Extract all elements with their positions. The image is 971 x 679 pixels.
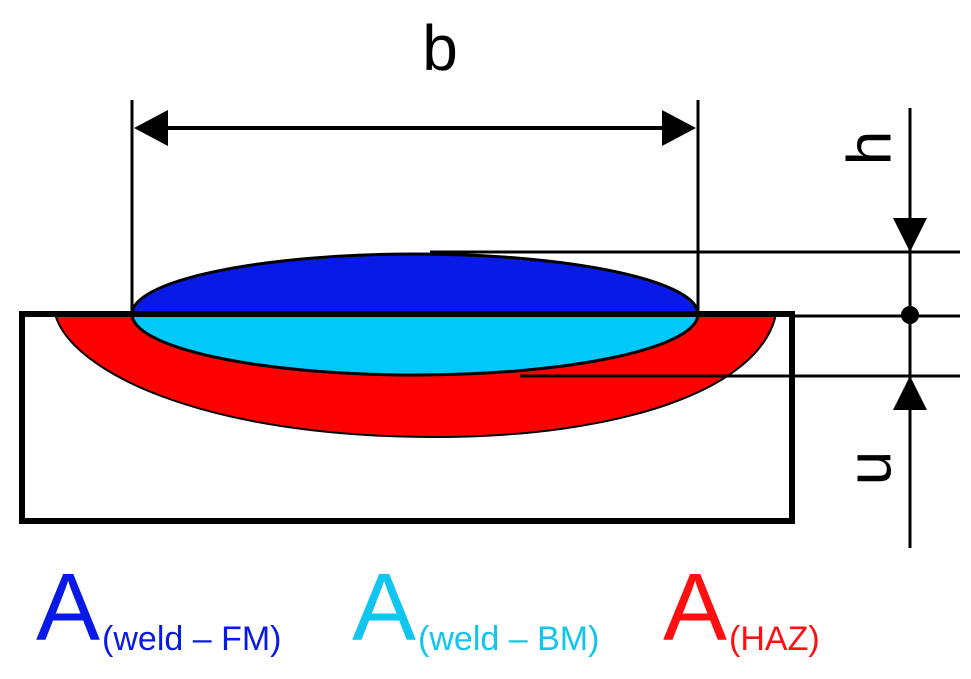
h-label: h (835, 131, 904, 165)
legend-weld-fm: A(weld – FM) (36, 560, 282, 660)
legend-haz: A(HAZ) (663, 560, 820, 660)
u-label: u (835, 451, 904, 485)
base-plate (19, 311, 795, 524)
width-arrow-left (134, 110, 168, 146)
weld-fm-region (130, 252, 700, 314)
surface-point-dot (901, 306, 919, 324)
width-label: b (422, 12, 458, 84)
legend-weld-fm-symbol: A (36, 554, 101, 661)
h-arrow-down (893, 218, 927, 252)
legend-weld-fm-subscript: (weld – FM) (102, 620, 282, 658)
u-arrow-up (893, 376, 927, 410)
legend-weld-bm: A(weld – BM) (352, 560, 599, 660)
legend-haz-subscript: (HAZ) (729, 620, 820, 658)
weld-bm-region (130, 314, 700, 377)
legend-haz-symbol: A (663, 554, 728, 661)
legend-weld-bm-symbol: A (352, 554, 417, 661)
width-arrow-right (662, 110, 696, 146)
legend-weld-bm-subscript: (weld – BM) (418, 620, 600, 658)
